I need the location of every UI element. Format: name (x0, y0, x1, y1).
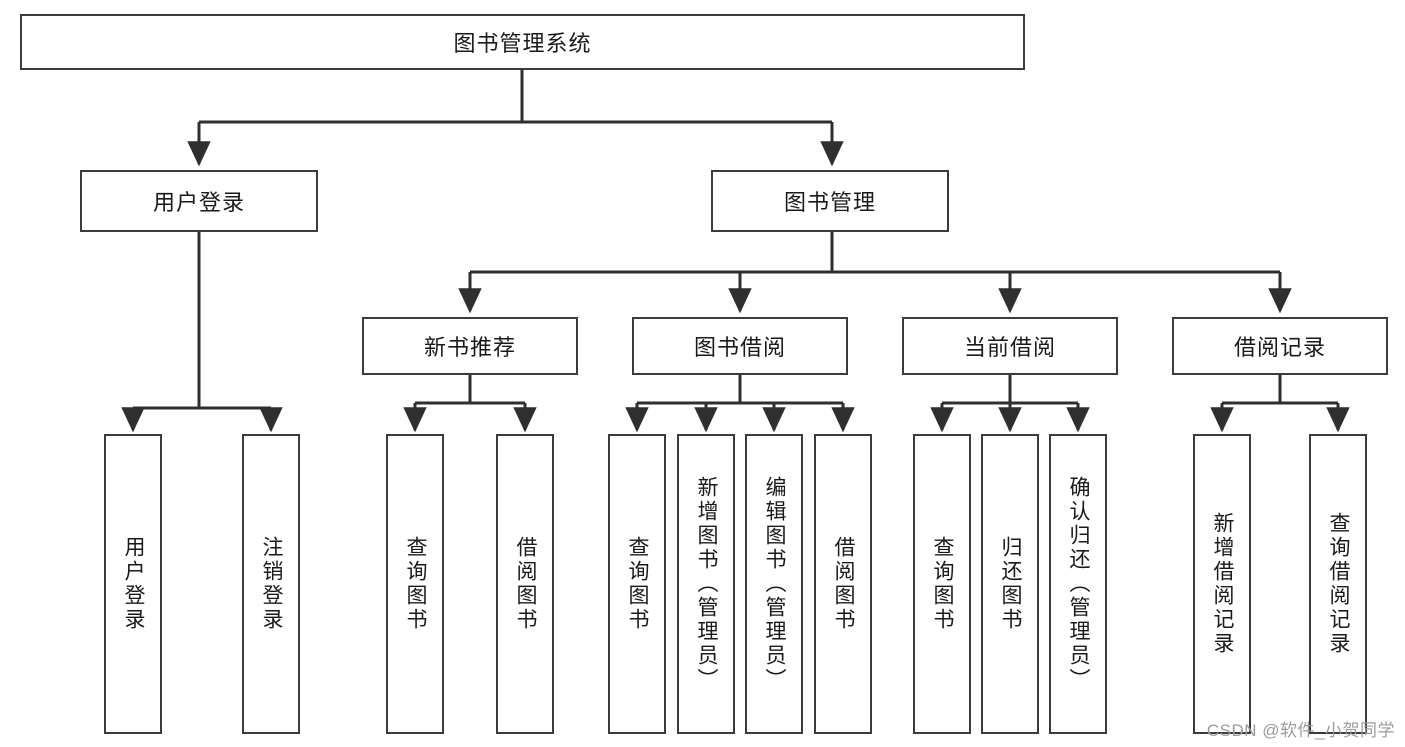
node-leaf-add-book-label: 新增图书（管理员） (695, 476, 719, 692)
node-current-borrow[interactable]: 当前借阅 (902, 317, 1118, 375)
node-leaf-query-book-3[interactable]: 查询图书 (913, 434, 971, 734)
node-leaf-query-book-2-label: 查询图书 (626, 536, 650, 632)
watermark-text: CSDN @软件_小贺同学 (1206, 721, 1395, 740)
node-book-manage-label: 图书管理 (783, 190, 876, 215)
node-leaf-confirm-return[interactable]: 确认归还（管理员） (1049, 434, 1107, 734)
node-leaf-logout-login-label: 注销登录 (260, 536, 284, 632)
node-leaf-add-record-label: 新增借阅记录 (1211, 512, 1235, 656)
node-leaf-borrow-book-1-label: 借阅图书 (514, 536, 538, 632)
node-leaf-add-book[interactable]: 新增图书（管理员） (677, 434, 735, 734)
node-leaf-query-book-2[interactable]: 查询图书 (608, 434, 666, 734)
node-leaf-borrow-book-1[interactable]: 借阅图书 (496, 434, 554, 734)
node-leaf-user-login-label: 用户登录 (122, 536, 146, 632)
node-leaf-query-record-label: 查询借阅记录 (1327, 512, 1351, 656)
node-leaf-return-book[interactable]: 归还图书 (981, 434, 1039, 734)
node-leaf-edit-book[interactable]: 编辑图书（管理员） (745, 434, 803, 734)
node-new-book-rec[interactable]: 新书推荐 (362, 317, 578, 375)
node-leaf-logout-login[interactable]: 注销登录 (242, 434, 300, 734)
node-leaf-borrow-book-2[interactable]: 借阅图书 (814, 434, 872, 734)
node-user-login-label: 用户登录 (152, 190, 245, 215)
node-leaf-query-book-3-label: 查询图书 (931, 536, 955, 632)
node-new-book-rec-label: 新书推荐 (423, 335, 516, 360)
node-leaf-borrow-book-2-label: 借阅图书 (832, 536, 856, 632)
node-leaf-add-record[interactable]: 新增借阅记录 (1193, 434, 1251, 734)
node-borrow-record-label: 借阅记录 (1233, 335, 1326, 360)
node-root[interactable]: 图书管理系统 (20, 14, 1025, 70)
node-leaf-query-record[interactable]: 查询借阅记录 (1309, 434, 1367, 734)
node-book-borrow-label: 图书借阅 (693, 335, 786, 360)
node-leaf-user-login[interactable]: 用户登录 (104, 434, 162, 734)
node-borrow-record[interactable]: 借阅记录 (1172, 317, 1388, 375)
node-leaf-edit-book-label: 编辑图书（管理员） (763, 476, 787, 692)
node-book-borrow[interactable]: 图书借阅 (632, 317, 848, 375)
node-leaf-return-book-label: 归还图书 (999, 536, 1023, 632)
node-leaf-query-book-1[interactable]: 查询图书 (386, 434, 444, 734)
node-root-label: 图书管理系统 (453, 31, 592, 56)
node-leaf-query-book-1-label: 查询图书 (404, 536, 428, 632)
node-user-login[interactable]: 用户登录 (80, 170, 318, 232)
node-book-manage[interactable]: 图书管理 (711, 170, 949, 232)
node-current-borrow-label: 当前借阅 (963, 335, 1056, 360)
node-leaf-confirm-return-label: 确认归还（管理员） (1067, 476, 1091, 692)
